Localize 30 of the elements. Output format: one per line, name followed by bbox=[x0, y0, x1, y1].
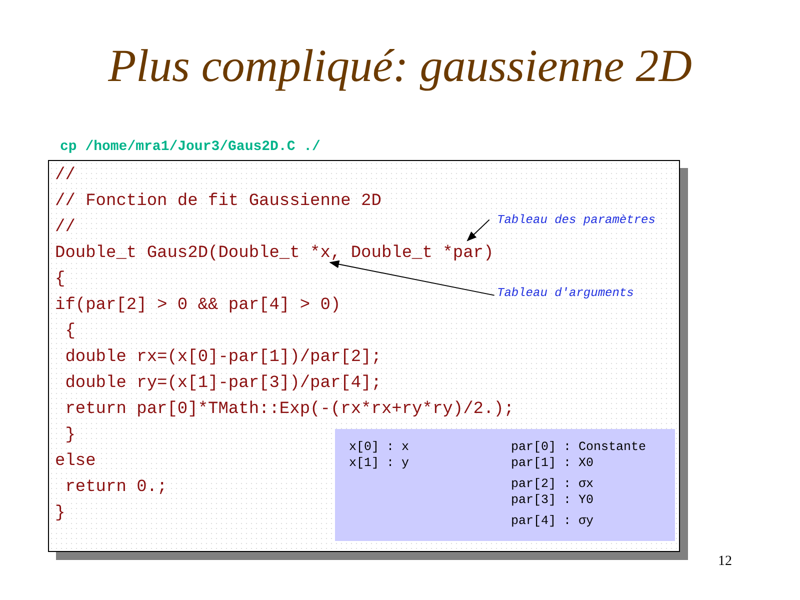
variable-entry: x[0] : x bbox=[349, 439, 410, 455]
variable-entry: par[4] : σy bbox=[511, 513, 594, 529]
variable-entry: par[3] : Y0 bbox=[511, 492, 594, 508]
leader-line bbox=[329, 260, 495, 296]
code-panel bbox=[48, 160, 680, 552]
code-line: double ry=(x[1]-par[3])/par[4]; bbox=[64, 373, 382, 395]
code-line: // bbox=[55, 165, 76, 187]
variable-entry: par[0] : Constante bbox=[511, 439, 646, 455]
shell-command: cp /home/mra1/Jour3/Gaus2D.C ./ bbox=[60, 138, 320, 156]
code-line: return 0.; bbox=[64, 477, 168, 499]
code-line: { bbox=[55, 269, 66, 291]
code-line: } bbox=[64, 425, 76, 447]
code-line: else bbox=[55, 451, 96, 473]
variable-entry: x[1] : y bbox=[349, 455, 410, 471]
variable-entry: par[1] : X0 bbox=[511, 455, 594, 471]
annotation-note: Tableau d'arguments bbox=[497, 285, 634, 301]
slide-title: Plus compliqué: gaussienne 2D bbox=[107, 39, 693, 93]
leader-line bbox=[466, 219, 490, 242]
legend-panel bbox=[335, 429, 675, 541]
code-line: } bbox=[55, 503, 66, 525]
code-line: Double_t Gaus2D(Double_t *x, Double_t *par) bbox=[55, 243, 494, 265]
code-line: // bbox=[55, 217, 76, 239]
code-line: double rx=(x[0]-par[1])/par[2]; bbox=[64, 347, 382, 369]
code-line: { bbox=[64, 321, 76, 343]
annotation-note: Tableau des paramètres bbox=[497, 212, 656, 228]
code-line: return par[0]*TMath::Exp(-(rx*rx+ry*ry)/2.); bbox=[64, 399, 514, 421]
page-number: 12 bbox=[718, 553, 732, 571]
variable-entry: par[2] : σx bbox=[511, 476, 594, 492]
code-line: if(par[2] > 0 && par[4] > 0) bbox=[55, 295, 341, 317]
code-line: // Fonction de fit Gaussienne 2D bbox=[55, 191, 382, 213]
